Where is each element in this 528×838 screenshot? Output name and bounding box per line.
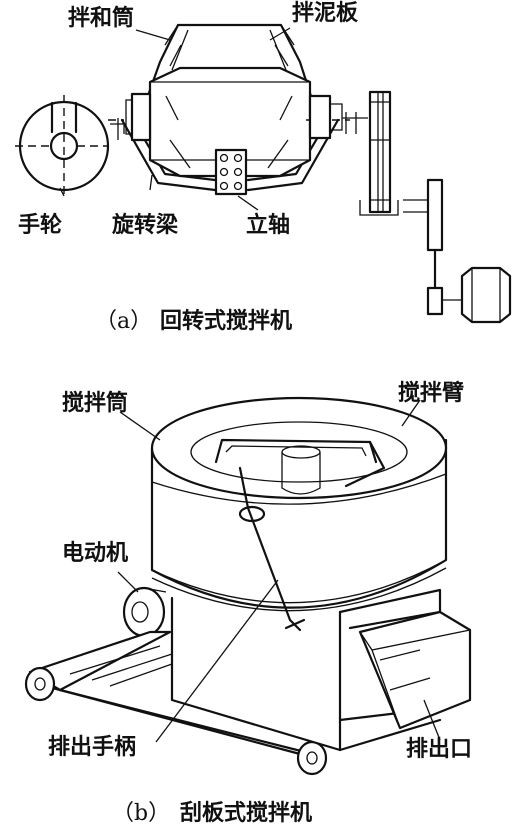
diagram-b: 搅拌筒 搅拌臂 电动机 排出手柄 排出口 （b） 刮板式搅拌机 bbox=[24, 380, 472, 826]
label-rotating-beam: 旋转梁 bbox=[112, 212, 178, 238]
outlet-drawing bbox=[358, 610, 472, 730]
mixing-arm-drawing bbox=[214, 438, 386, 488]
drum-drawing-b bbox=[150, 396, 448, 612]
label-vertical-shaft: 立轴 bbox=[246, 212, 290, 238]
shaft-drawing bbox=[214, 148, 248, 196]
label-handwheel: 手轮 bbox=[18, 212, 62, 238]
label-drum-b: 搅拌筒 bbox=[62, 390, 128, 416]
label-motor: 电动机 bbox=[62, 540, 128, 566]
label-blade: 拌泥板 bbox=[292, 0, 359, 26]
label-discharge-handle: 排出手柄 bbox=[48, 734, 136, 760]
drive-train-drawing bbox=[359, 90, 512, 324]
rotating-beam-drawing bbox=[120, 23, 340, 192]
base-frame-drawing bbox=[24, 630, 328, 776]
drum-drawing bbox=[108, 44, 350, 178]
label-drum-a: 拌和筒 bbox=[68, 5, 134, 31]
motor-drawing bbox=[122, 586, 167, 638]
caption-a-title: 回转式搅拌机 bbox=[160, 308, 292, 334]
caption-b-title: 刮板式搅拌机 bbox=[180, 800, 312, 826]
caption-a-letter: （a） bbox=[95, 309, 152, 334]
diagram-a: 拌和筒 拌泥板 手轮 旋转梁 立轴 （a） 回转式搅拌机 bbox=[15, 0, 512, 334]
label-mixing-arm: 搅拌臂 bbox=[398, 380, 464, 406]
caption-b-letter: （b） bbox=[112, 801, 170, 826]
handle-drawing bbox=[238, 466, 306, 632]
label-outlet: 排出口 bbox=[406, 736, 472, 762]
handwheel-drawing bbox=[15, 95, 110, 198]
axle-drawing bbox=[110, 92, 368, 142]
